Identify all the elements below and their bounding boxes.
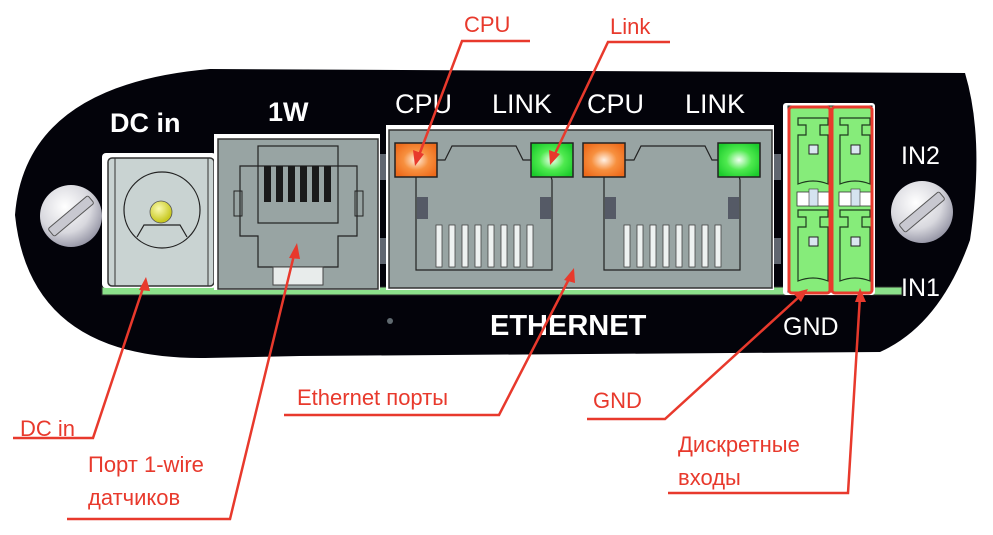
callout-discrete-inputs: Дискретные входы (668, 288, 866, 495)
gnd-terminal-highlight (787, 105, 832, 295)
left-screw (40, 185, 102, 247)
label-led-link-2: LINK (685, 89, 745, 119)
callout-one-wire-text-line1: Порт 1-wire (88, 452, 204, 477)
one-wire-port (214, 134, 380, 290)
callout-discrete-text-line2: входы (678, 465, 741, 490)
label-led-cpu-2: CPU (587, 89, 644, 119)
label-gnd: GND (783, 313, 839, 341)
callout-link: Link (549, 14, 670, 165)
dc-in-jack (102, 153, 216, 288)
label-in2: IN2 (901, 142, 940, 170)
label-led-link-1: LINK (492, 89, 552, 119)
label-in1: IN1 (901, 274, 940, 302)
callout-cpu: CPU (413, 12, 530, 166)
panel-dot (387, 318, 393, 324)
callout-gnd: GND (587, 289, 808, 421)
callout-ethernet-ports: Ethernet порты (284, 268, 575, 417)
led-cpu-2 (582, 142, 626, 178)
label-dc-in: DC in (110, 108, 181, 138)
callout-ethernet-ports-text: Ethernet порты (297, 385, 448, 410)
callout-dc-in: DC in (13, 277, 150, 441)
ethernet-ports (386, 125, 774, 290)
callout-discrete-text-line1: Дискретные (678, 432, 800, 457)
inputs-terminal-highlight (830, 105, 874, 295)
callout-cpu-text: CPU (464, 12, 510, 37)
led-link-2 (717, 142, 761, 178)
callout-one-wire-text-line2: датчиков (88, 485, 180, 510)
label-1w: 1W (268, 97, 309, 127)
ethernet-port-2 (582, 142, 761, 271)
callout-gnd-text: GND (593, 388, 642, 413)
terminal-block (783, 103, 875, 295)
callout-one-wire: Порт 1-wire датчиков (67, 243, 300, 521)
side-tabs (380, 154, 781, 264)
label-ethernet: ETHERNET (490, 310, 647, 342)
callout-link-text: Link (610, 14, 651, 39)
right-screw (891, 181, 953, 243)
